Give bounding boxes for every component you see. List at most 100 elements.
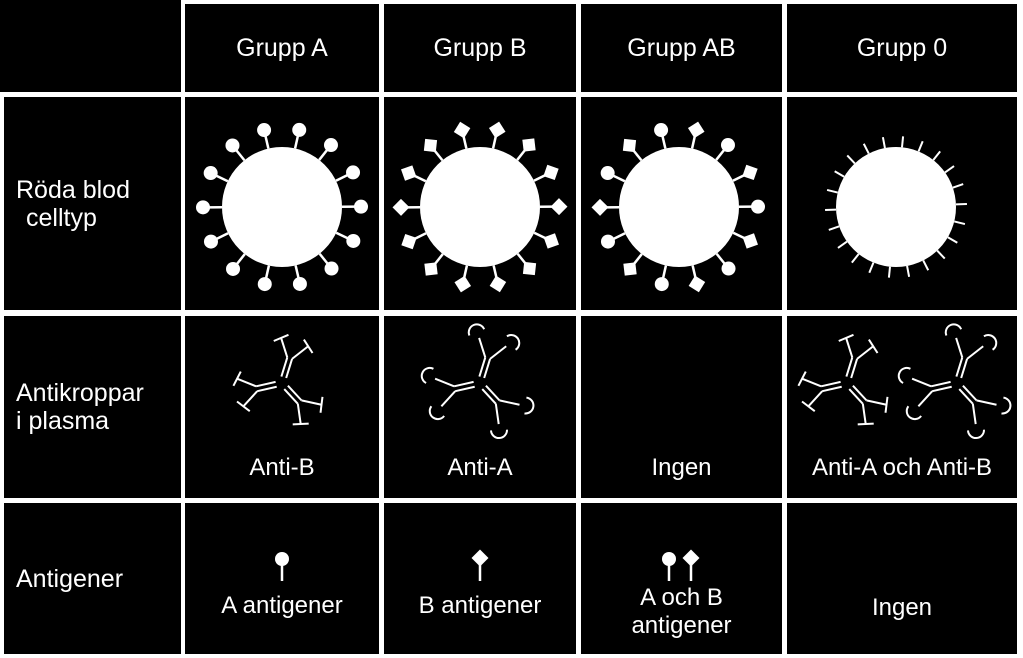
surface-stub: [953, 220, 966, 226]
cell-0-antibodies: Anti-A och Anti-B: [787, 316, 1017, 498]
red-blood-cell-b: [392, 121, 568, 293]
antibody-stem: [850, 358, 859, 379]
surface-stub: [900, 136, 905, 148]
antigen-stem: [264, 135, 270, 149]
cell-b-rbc: [384, 97, 576, 310]
column-header-grupp-a: Grupp A: [185, 4, 379, 92]
anti-a-and-anti-b-antibody-icon: [797, 323, 1012, 439]
b-antigen-head: [543, 233, 559, 249]
antigen-stem: [335, 173, 349, 182]
row-label-line-2: i plasma: [16, 407, 110, 435]
antibody-arm: [856, 345, 874, 360]
b-antigen-head: [423, 138, 438, 153]
a-antigen-head: [654, 277, 669, 292]
antibody-arm: [866, 399, 887, 406]
antibody-stem: [255, 380, 276, 388]
anti-a-binding-site: [490, 429, 508, 439]
cell-ab-antibodies: Ingen: [581, 316, 782, 498]
anti-b-antibody-icon: [232, 333, 324, 426]
antibody-arm: [242, 390, 258, 407]
antigen-label-0: Ingen: [871, 594, 933, 621]
surface-stub: [932, 150, 941, 161]
cell-b-antigens: B antigener: [384, 503, 576, 654]
b-antigen-head: [401, 165, 417, 181]
anti-b-binding-site: [838, 333, 854, 342]
antigen-stem: [318, 252, 329, 265]
antigen-stem: [661, 135, 667, 149]
surface-stub: [952, 183, 964, 189]
antibody-arm: [801, 377, 822, 388]
antibody-stem: [848, 388, 864, 405]
red-blood-cell-a: [196, 122, 368, 292]
b-antigen-head: [454, 275, 472, 293]
a-antigen-head: [292, 276, 307, 291]
anti-a-binding-site: [506, 334, 521, 351]
column-header-grupp-0: Grupp 0: [787, 4, 1017, 92]
a-antigen-head: [257, 123, 272, 138]
antigen-stem: [661, 265, 668, 279]
corner-cell: [0, 0, 181, 92]
antibody-arm: [478, 337, 487, 358]
anti-a-binding-site: [967, 429, 985, 439]
surface-stub: [881, 137, 886, 149]
surface-stub: [851, 253, 860, 264]
anti-a-binding-site: [905, 405, 922, 421]
column-header-grupp-ab: Grupp AB: [581, 4, 782, 92]
antibody-stem: [283, 388, 299, 405]
antibody-arm: [296, 403, 302, 425]
a-antigen-head: [324, 261, 339, 276]
antigen-stem: [235, 149, 246, 162]
anti-a-binding-site: [897, 366, 911, 384]
anti-b-binding-site: [868, 339, 879, 354]
antibody-arm: [440, 390, 456, 407]
red-blood-cell-0: [825, 136, 967, 278]
a-antigen-head: [600, 234, 615, 249]
antibody-stem: [962, 385, 978, 402]
surface-stub: [936, 249, 946, 260]
antibody-arm: [807, 390, 823, 407]
antibody-arm: [434, 377, 455, 388]
antibody-stem: [280, 357, 289, 377]
antigen-stem: [215, 174, 229, 183]
anti-a-binding-site: [1001, 396, 1012, 415]
antibody-arm: [917, 390, 933, 407]
antibody-arm: [861, 403, 867, 425]
antibody-stem: [256, 385, 277, 393]
antibody-arm: [966, 345, 984, 360]
anti-a-antibody-icon: [420, 323, 535, 439]
anti-b-binding-site: [884, 396, 889, 413]
surface-stub: [862, 143, 870, 154]
row-label-line-2: celltyp: [26, 203, 97, 232]
antibody-arm: [301, 399, 322, 406]
b-antigen-head: [687, 121, 705, 139]
b-antigen-head: [742, 233, 758, 249]
antibody-stem: [287, 385, 303, 402]
anti-b-binding-site: [303, 339, 314, 354]
anti-b-binding-site: [797, 371, 807, 387]
antigen-stem: [293, 135, 300, 149]
surface-stub: [868, 262, 875, 274]
antibody-stem: [955, 357, 964, 377]
b-antigen-head: [550, 198, 568, 216]
a-antigen-head: [654, 123, 669, 138]
surface-stub: [887, 266, 892, 278]
surface-stub: [944, 165, 955, 174]
antibody-arm: [291, 345, 309, 360]
b-antigen-head: [688, 275, 706, 293]
b-antigen-head: [622, 138, 637, 153]
red-blood-cell-body: [222, 147, 342, 267]
antigen-label-ab-line-2: antigener: [631, 612, 732, 639]
red-blood-cell-body: [619, 147, 739, 267]
antibody-stem: [852, 385, 868, 402]
antigen-stem: [235, 253, 246, 266]
red-blood-cell-body: [420, 147, 540, 267]
antibody-arm: [845, 337, 854, 358]
antibody-stem: [481, 388, 497, 405]
row-label-antigens: Antigener: [4, 503, 181, 654]
row-label-line-1: Antikroppar: [16, 379, 144, 407]
antibody-label-a: Anti-B: [249, 454, 315, 481]
anti-b-binding-site: [273, 333, 289, 342]
antibody-stem: [820, 380, 841, 388]
